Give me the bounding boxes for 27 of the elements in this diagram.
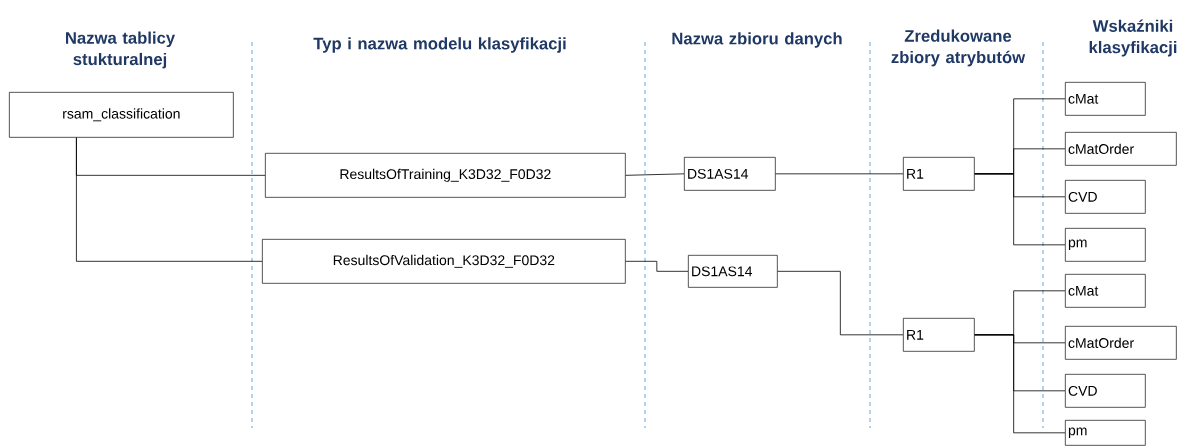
connector-line [974,173,1066,246]
connector-line [777,270,904,336]
box: pm [1065,228,1146,262]
column-header: Wskaźniki klasyfikacji [1089,19,1177,57]
column-header: Typ i nazwa modelu klasyfikacji [313,37,566,53]
connector-line [775,173,904,175]
column-header: Zredukowane zbiory atrybutów [891,29,1026,67]
connector-line [625,173,685,176]
box: R1 [903,318,975,352]
box: CVD [1065,374,1146,408]
box: ResultsOfValidation_K3D32_F0D32 [262,239,626,284]
box: cMatOrder [1065,326,1177,360]
box: cMat [1065,274,1146,308]
box: cMat [1065,82,1146,116]
box: DS1AS14 [688,255,778,288]
connector-line [625,260,689,272]
box: R1 [903,157,975,191]
box: cMatOrder [1065,132,1177,166]
box: rsam_classification [9,92,234,138]
box: DS1AS14 [684,157,776,191]
box: pm [1065,420,1146,446]
box: CVD [1065,180,1146,214]
connector-line [974,334,1066,434]
connector-line [76,137,263,262]
column-header: Nazwa tablicy stukturalnej [66,31,176,69]
box: ResultsOfTraining_K3D32_F0D32 [265,153,626,198]
column-header: Nazwa zbioru danych [672,32,842,48]
